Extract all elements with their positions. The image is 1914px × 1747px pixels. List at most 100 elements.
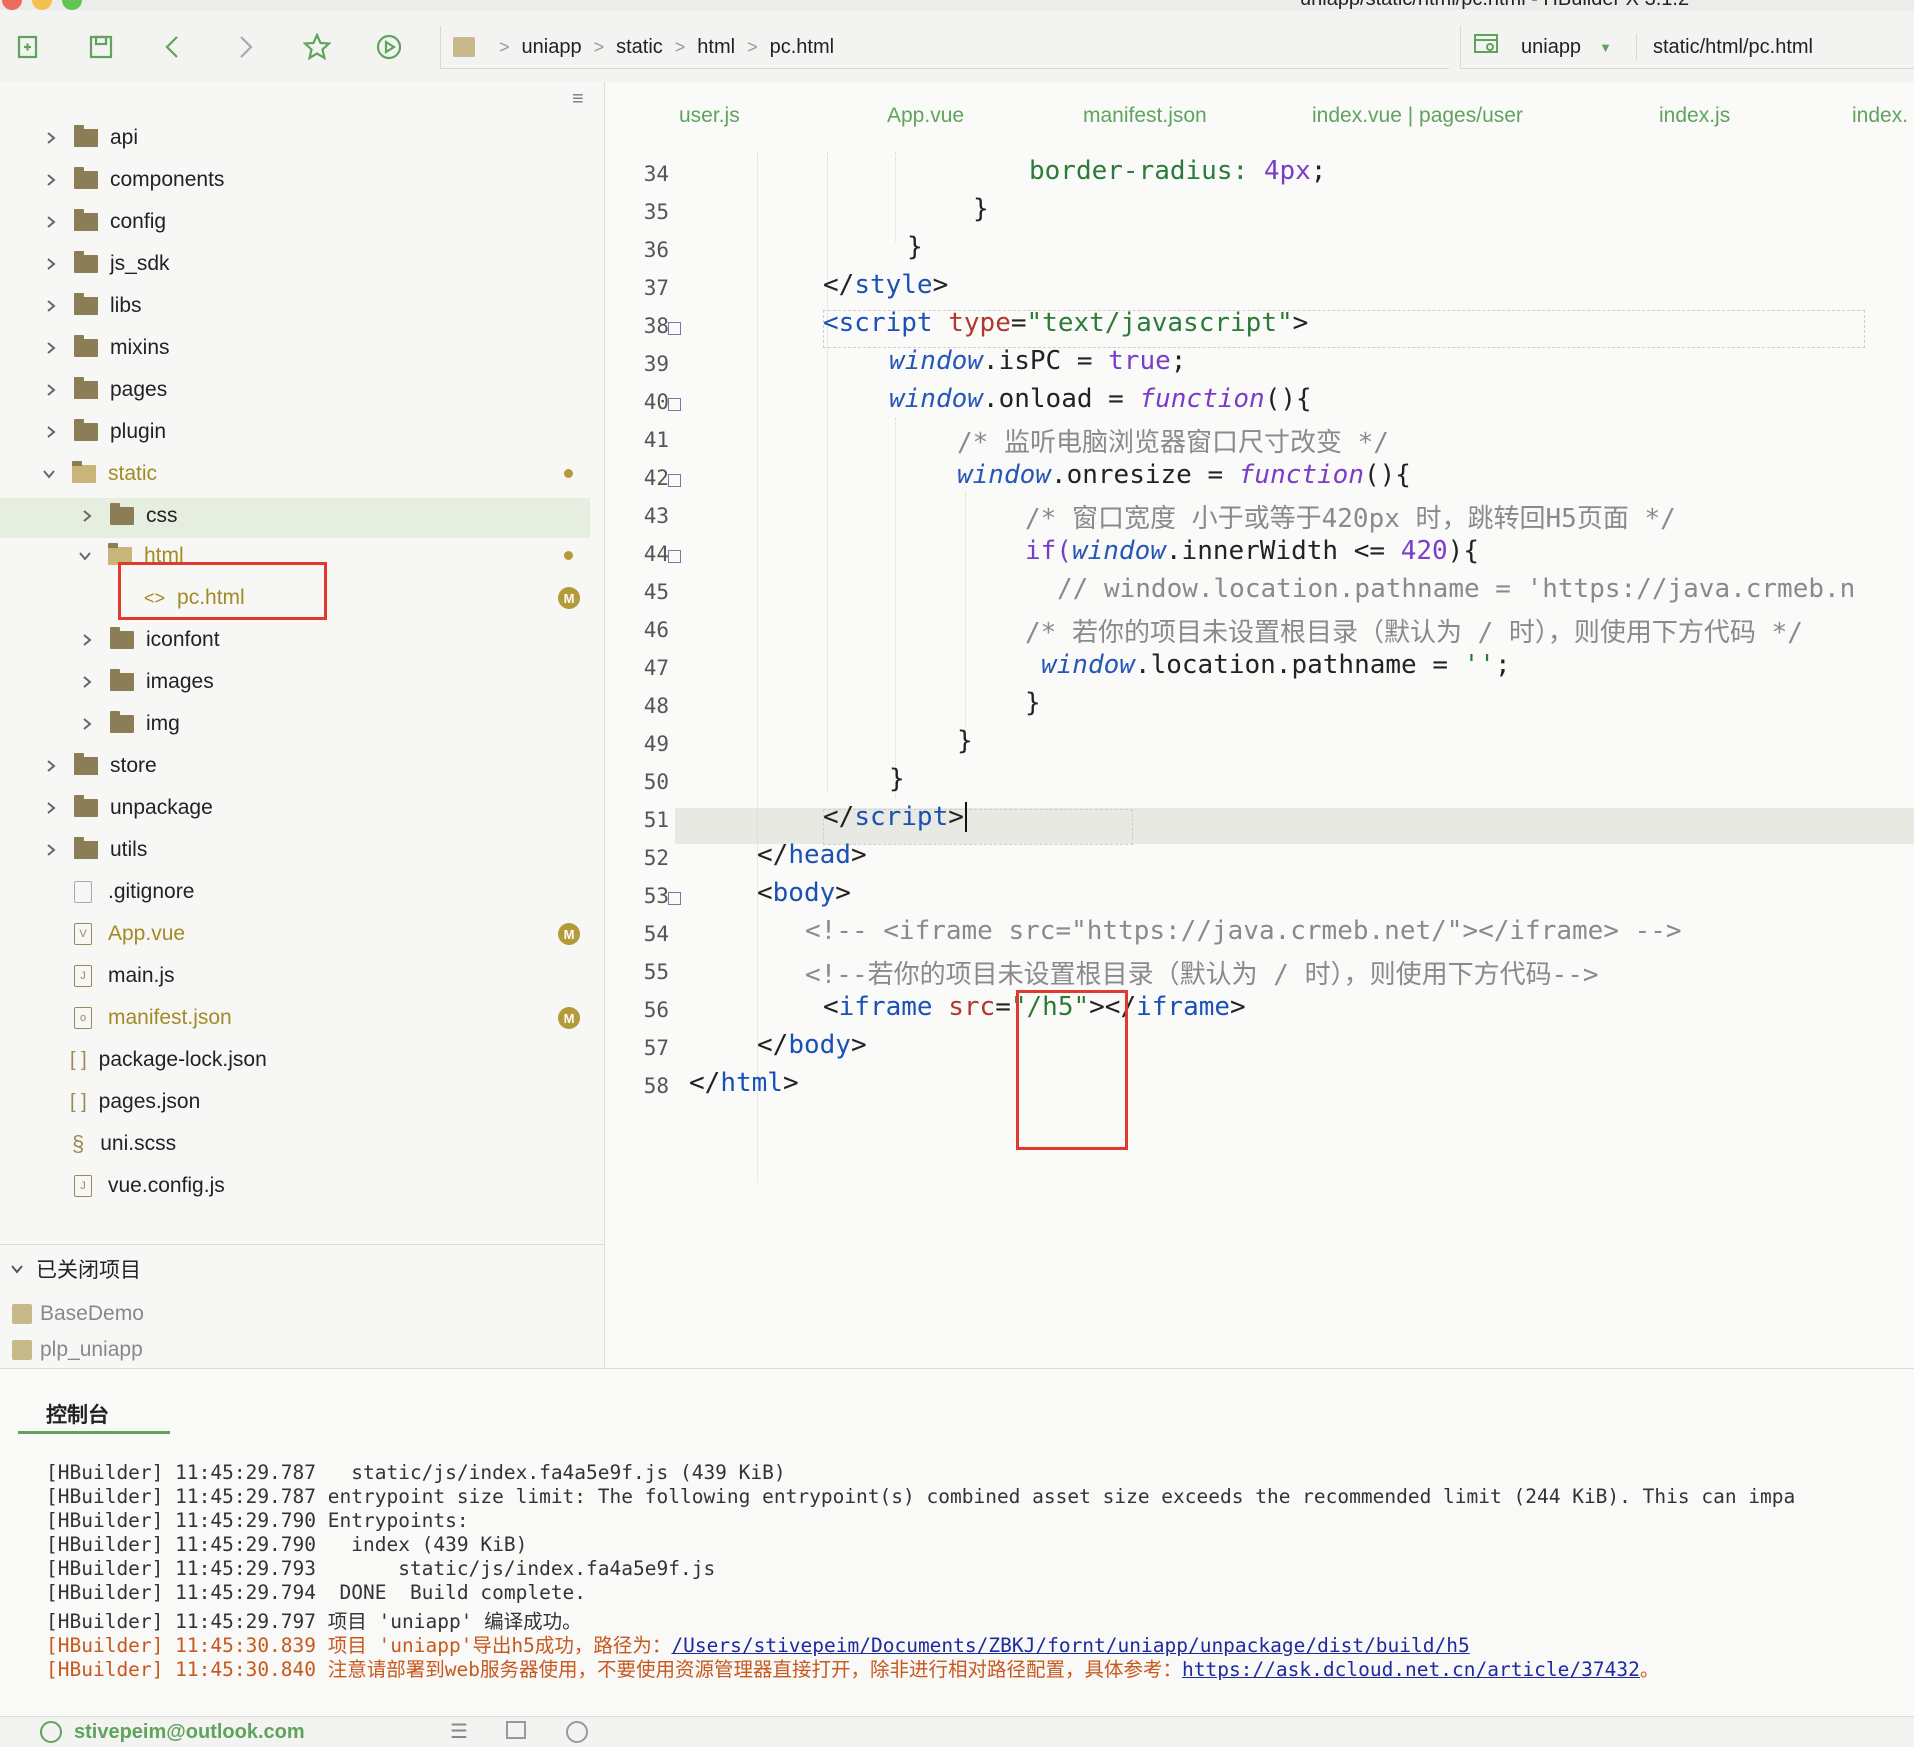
tree-item-store[interactable]: store [44,746,157,786]
close-window-button[interactable] [2,0,22,10]
back-icon[interactable] [158,32,188,62]
fold-toggle-icon[interactable] [668,892,681,905]
breadcrumb-item[interactable]: static [616,35,663,58]
star-icon[interactable] [302,32,332,62]
tree-item-pages[interactable]: pages [44,370,167,410]
tree-item-package-lock-json[interactable]: [ ] package-lock.json [70,1040,267,1080]
fold-toggle-icon[interactable] [668,322,681,335]
user-icon[interactable] [40,1721,62,1743]
docs-link[interactable]: https://ask.dcloud.net.cn/article/37432 [1181,1658,1640,1681]
chevron-right-icon[interactable] [44,131,58,145]
tree-item-img[interactable]: img [80,704,180,744]
line-number: 48 [643,694,669,718]
tree-item-api[interactable]: api [44,118,138,158]
tree-item-images[interactable]: images [80,662,214,702]
tree-item-plugin[interactable]: plugin [44,412,166,452]
code-line: } [1025,688,1041,718]
terminal-icon[interactable] [506,1721,526,1739]
code-line: </head> [757,840,867,870]
run-icon[interactable] [374,32,404,62]
tree-item-components[interactable]: components [44,160,224,200]
tree-item-libs[interactable]: libs [44,286,142,326]
run-target-selector[interactable]: uniapp ▼ static/html/pc.html [1460,26,1914,69]
breadcrumb-item[interactable]: uniapp [521,35,582,58]
chevron-right-icon[interactable] [80,633,94,647]
line-number: 36 [643,238,669,262]
breadcrumb-item[interactable]: pc.html [769,35,835,58]
tree-item-static[interactable]: static [42,454,157,494]
menu-icon[interactable]: ≡ [572,88,584,110]
chevron-down-icon[interactable] [10,1257,24,1281]
editor-tab[interactable]: index. [1852,104,1909,127]
tree-item-label: plugin [110,420,167,443]
browser-preview-icon[interactable] [1473,32,1501,62]
code-editor[interactable]: user.js App.vue manifest.json index.vue … [605,82,1914,1368]
chevron-right-icon[interactable] [80,717,94,731]
editor-tab[interactable]: index.js [1659,104,1731,127]
chevron-right-icon[interactable] [44,299,58,313]
chevron-right-icon[interactable] [44,425,58,439]
breadcrumb-item[interactable]: html [697,35,736,58]
save-icon[interactable] [86,32,116,62]
chevron-down-icon[interactable] [78,549,92,563]
account-label[interactable]: stivepeim@outlook.com [74,1721,305,1743]
editor-tab[interactable]: index.vue | pages/user [1312,104,1523,127]
tree-item-main-js[interactable]: J main.js [70,956,175,996]
tree-item-mixins[interactable]: mixins [44,328,170,368]
code-line: </html> [689,1068,799,1098]
tree-item-vue-config-js[interactable]: J vue.config.js [70,1166,225,1206]
new-file-icon[interactable] [14,32,44,62]
chevron-right-icon[interactable] [44,843,58,857]
chevron-right-icon[interactable] [44,383,58,397]
line-number: 46 [643,618,669,642]
tree-item-js-sdk[interactable]: js_sdk [44,244,170,284]
tree-item-config[interactable]: config [44,202,166,242]
window-title: uniapp/static/html/pc.html - HBuilder X … [1300,0,1689,10]
forward-icon[interactable] [230,32,260,62]
folder-icon [110,627,134,649]
dropdown-arrow-icon[interactable]: ▼ [1599,39,1612,55]
chevron-right-icon[interactable] [44,257,58,271]
tree-item-pages-json[interactable]: [ ] pages.json [70,1082,200,1122]
html-file-icon: <> [144,587,166,608]
tree-item-utils[interactable]: utils [44,830,147,870]
folder-icon [74,795,98,817]
tree-item-manifest-json[interactable]: o manifest.json [70,998,232,1038]
line-number: 40 [643,390,669,414]
editor-tab[interactable]: App.vue [887,104,965,127]
chevron-right-icon: > [674,36,686,57]
tree-item-app-vue[interactable]: V App.vue [70,914,185,954]
minimize-window-button[interactable] [32,0,52,10]
tree-item-iconfont[interactable]: iconfont [80,620,220,660]
closed-project-item[interactable]: plp_uniapp [12,1338,143,1362]
tree-item-css[interactable]: css [80,496,178,536]
output-path-link[interactable]: /Users/stivepeim/Documents/ZBKJ/fornt/un… [671,1634,1470,1657]
chevron-right-icon[interactable] [44,801,58,815]
chevron-right-icon[interactable] [44,341,58,355]
tree-item-label: iconfont [146,628,220,651]
tree-item-uni-scss[interactable]: § uni.scss [70,1124,176,1164]
globe-icon[interactable] [566,1721,588,1743]
closed-project-item[interactable]: BaseDemo [12,1302,144,1326]
list-icon[interactable]: ☰ [450,1721,468,1743]
tree-item-html[interactable]: html [78,536,184,576]
console-tab[interactable]: 控制台 [46,1404,109,1427]
chevron-right-icon[interactable] [44,173,58,187]
chevron-right-icon[interactable] [44,759,58,773]
closed-projects-header[interactable]: 已关闭项目 [10,1254,141,1284]
chevron-right-icon[interactable] [80,675,94,689]
run-project-label[interactable]: uniapp [1521,35,1582,58]
editor-tab[interactable]: manifest.json [1083,104,1207,127]
chevron-right-icon[interactable] [44,215,58,229]
tree-item-unpackage[interactable]: unpackage [44,788,213,828]
tree-item-pc-html[interactable]: <> pc.html [144,578,245,618]
fold-toggle-icon[interactable] [668,474,681,487]
chevron-down-icon[interactable] [42,467,56,481]
fold-toggle-icon[interactable] [668,550,681,563]
chevron-right-icon[interactable] [80,509,94,523]
tree-item-gitignore[interactable]: .gitignore [70,872,194,912]
zoom-window-button[interactable] [62,0,82,10]
editor-tab[interactable]: user.js [679,104,740,127]
fold-toggle-icon[interactable] [668,398,681,411]
folder-icon [74,251,98,273]
